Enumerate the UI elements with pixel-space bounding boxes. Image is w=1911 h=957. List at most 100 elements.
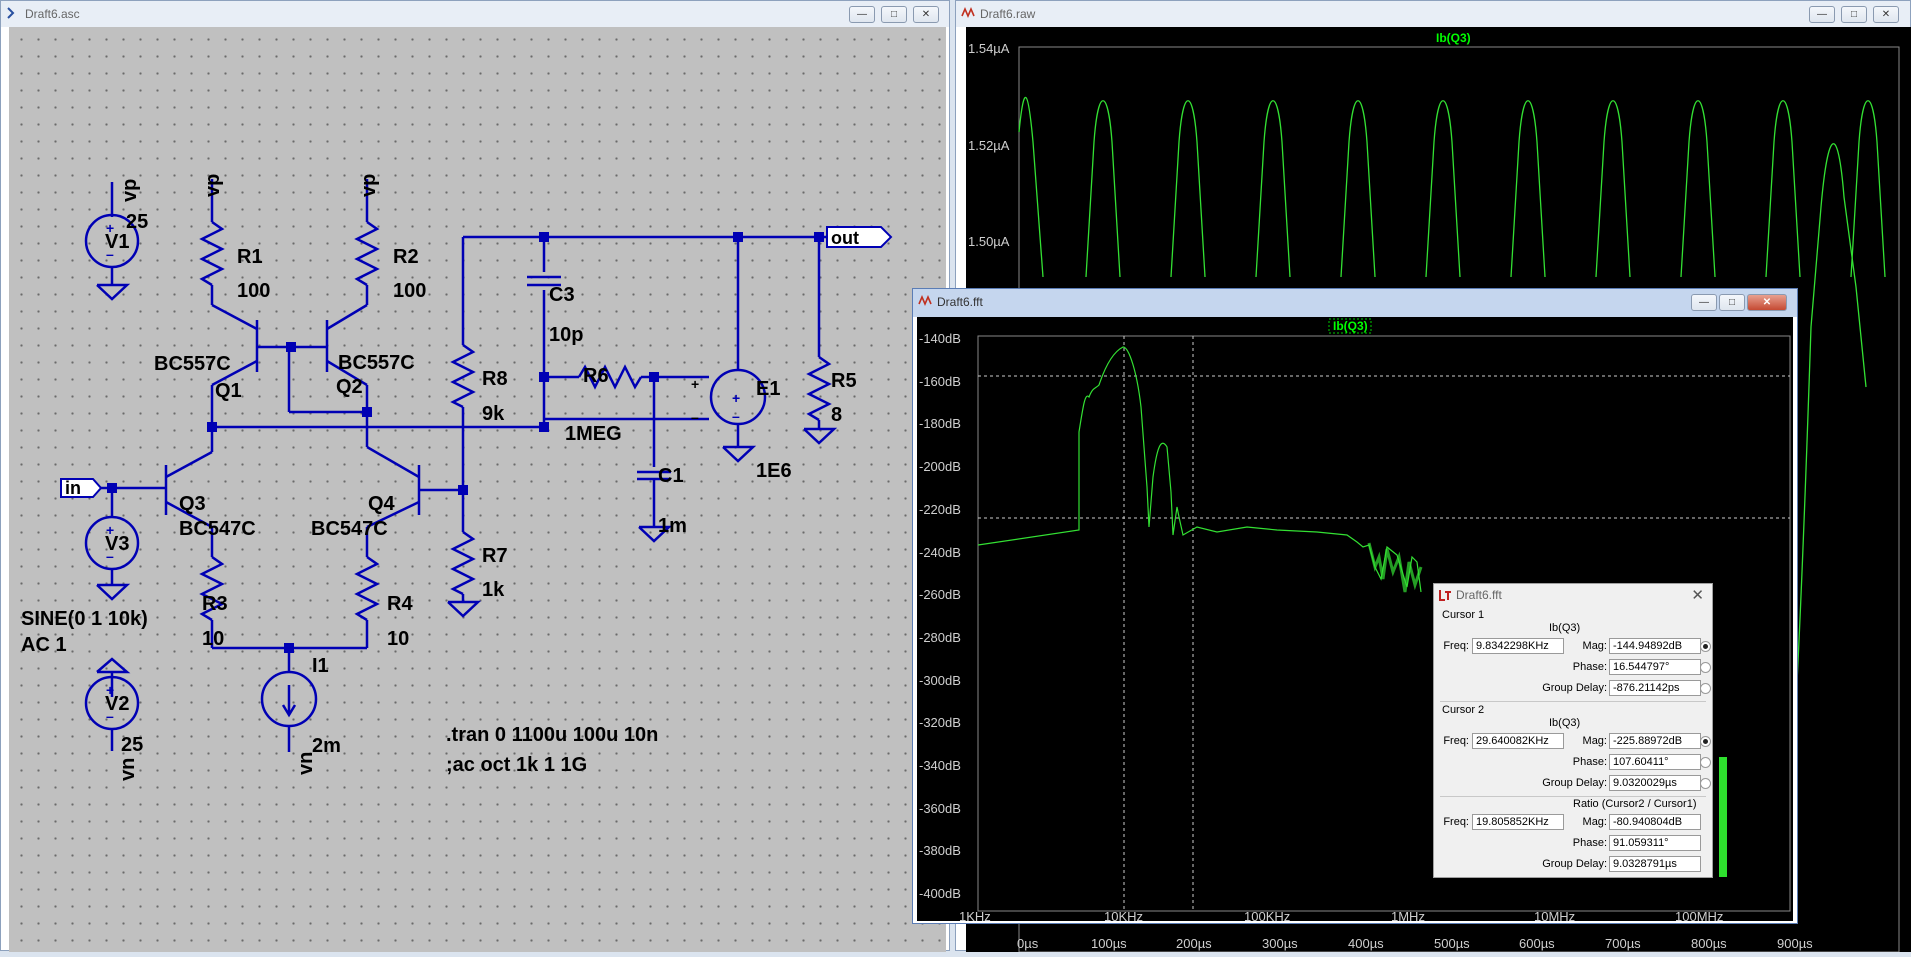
cursor1-freq-label: Freq: [1443, 640, 1469, 652]
raw-close-button[interactable]: ✕ [1873, 6, 1899, 23]
raw-maximize-button[interactable]: □ [1841, 6, 1867, 23]
cursor-dialog: Draft6.fft ✕ Cursor 1 Ib(Q3) Freq: 9.834… [1433, 583, 1713, 878]
raw-ytick-1: 1.52µA [968, 138, 1010, 153]
svg-text:+: + [106, 220, 114, 236]
waveform-icon [961, 6, 975, 19]
cursor2-phase-field[interactable]: 107.60411° [1609, 754, 1701, 770]
r1-value: 100 [237, 280, 270, 302]
q1-model: BC557C [154, 353, 231, 375]
ratio-mag-field[interactable]: -80.940804dB [1609, 814, 1701, 830]
fft-ytick-9: -320dB [919, 715, 961, 730]
svg-text:+: + [106, 682, 114, 698]
r1-name: R1 [237, 246, 263, 268]
tran-directive: .tran 0 1100u 100u 10n [446, 724, 658, 746]
r8-value: 9k [482, 403, 505, 425]
fft-minimize-button[interactable]: — [1691, 294, 1717, 311]
fft-close-button[interactable]: ✕ [1747, 294, 1787, 311]
r4-name: R4 [387, 593, 413, 615]
v2-name: V2 [105, 693, 129, 715]
fft-waveform-icon [918, 294, 932, 307]
v2-value: 25 [121, 734, 143, 756]
fft-ytick-7: -280dB [919, 630, 961, 645]
cursor1-freq-field[interactable]: 9.8342298KHz [1472, 638, 1564, 654]
fft-title: Draft6.fft [937, 295, 983, 309]
fft-ytick-11: -360dB [919, 801, 961, 816]
fft-ytick-1: -160dB [919, 374, 961, 389]
raw-ytick-0: 1.54µA [968, 41, 1010, 56]
r4-value: 10 [387, 628, 409, 650]
r2-value: 100 [393, 280, 426, 302]
cursor2-gd-field[interactable]: 9.0320029µs [1609, 775, 1701, 791]
raw-xtick-5: 500µs [1434, 936, 1470, 951]
q4-model: BC547C [311, 518, 388, 540]
schematic-wires [69, 179, 832, 752]
svg-text:–: – [691, 409, 699, 425]
raw-xtick-2: 200µs [1176, 936, 1212, 951]
fft-xtick-3: 1MHz [1391, 909, 1425, 921]
ratio-mag-label: Mag: [1582, 816, 1607, 828]
svg-text:+: + [106, 522, 114, 538]
svg-text:–: – [732, 408, 740, 424]
raw-title: Draft6.raw [980, 7, 1036, 21]
ratio-gd-label: Group Delay: [1542, 858, 1607, 870]
cursor2-phase-radio[interactable] [1700, 757, 1711, 768]
fft-titlebar[interactable]: Draft6.fft — □ ✕ [913, 289, 1797, 317]
r7-value: 1k [482, 579, 505, 601]
v3-value2: AC 1 [21, 634, 67, 656]
cursor2-mag-field[interactable]: -225.88972dB [1609, 733, 1701, 749]
cursor1-phase-radio[interactable] [1700, 662, 1711, 673]
ratio-freq-field[interactable]: 19.805852KHz [1472, 814, 1564, 830]
ratio-gd-field[interactable]: 9.0328791µs [1609, 856, 1701, 872]
fft-ytick-2: -180dB [919, 416, 961, 431]
v1-value: 25 [126, 211, 148, 233]
c3-value: 10p [549, 324, 583, 346]
raw-titlebar[interactable]: Draft6.raw — □ ✕ [956, 1, 1910, 27]
cursor1-gd-radio[interactable] [1700, 683, 1711, 694]
fft-xtick-4: 10MHz [1534, 909, 1575, 921]
close-button[interactable]: ✕ [913, 6, 939, 23]
schematic-canvas[interactable]: +– +– +– +– +– vp vp vp 25 V1 R1 100 R2 … [9, 27, 946, 952]
fft-ytick-12: -380dB [919, 843, 961, 858]
cursor2-mag-radio[interactable] [1700, 736, 1711, 747]
fft-ytick-5: -240dB [919, 545, 961, 560]
schematic-titlebar[interactable]: Draft6.asc — □ ✕ [1, 1, 949, 27]
cursor1-phase-field[interactable]: 16.544797° [1609, 659, 1701, 675]
cursor2-mag-label: Mag: [1582, 735, 1607, 747]
fft-xtick-0: 1KHz [959, 909, 991, 921]
cursor2-freq-field[interactable]: 29.640082KHz [1472, 733, 1564, 749]
fft-trace [977, 346, 1422, 593]
fft-ytick-8: -300dB [919, 673, 961, 688]
fft-maximize-button[interactable]: □ [1719, 294, 1745, 311]
cursor2-gd-label: Group Delay: [1542, 777, 1607, 789]
cursor1-mag-field[interactable]: -144.94892dB [1609, 638, 1701, 654]
ground-symbols [96, 283, 838, 674]
cursor2-freq-label: Freq: [1443, 735, 1469, 747]
v1-net-label: vp [119, 179, 141, 202]
cursor1-mag-radio[interactable] [1700, 641, 1711, 652]
i1-name: I1 [312, 655, 329, 677]
cursor2-gd-radio[interactable] [1700, 778, 1711, 789]
maximize-button[interactable]: □ [881, 6, 907, 23]
r2-name: R2 [393, 246, 419, 268]
fft-ytick-6: -260dB [919, 587, 961, 602]
r8-name: R8 [482, 368, 508, 390]
ratio-phase-label: Phase: [1572, 837, 1607, 849]
in-flag[interactable] [60, 478, 103, 498]
raw-minimize-button[interactable]: — [1809, 6, 1835, 23]
schematic-icon [7, 7, 15, 19]
fft-ytick-3: -200dB [919, 459, 961, 474]
r3-name: R3 [202, 593, 228, 615]
minimize-button[interactable]: — [849, 6, 875, 23]
dialog-close-icon[interactable]: ✕ [1691, 587, 1704, 604]
ratio-phase-field[interactable]: 91.059311° [1609, 835, 1701, 851]
svg-text:–: – [106, 246, 114, 262]
raw-xtick-9: 900µs [1777, 936, 1813, 951]
fft-xtick-2: 100KHz [1244, 909, 1290, 921]
fft-xtick-1: 10KHz [1104, 909, 1143, 921]
cursor1-mag-label: Mag: [1582, 640, 1607, 652]
cursor1-gd-field[interactable]: -876.21142ps [1609, 680, 1701, 696]
v3-name: V3 [105, 533, 129, 555]
svg-text:–: – [106, 548, 114, 564]
out-flag[interactable] [826, 226, 893, 248]
raw-trace [1018, 96, 1886, 278]
